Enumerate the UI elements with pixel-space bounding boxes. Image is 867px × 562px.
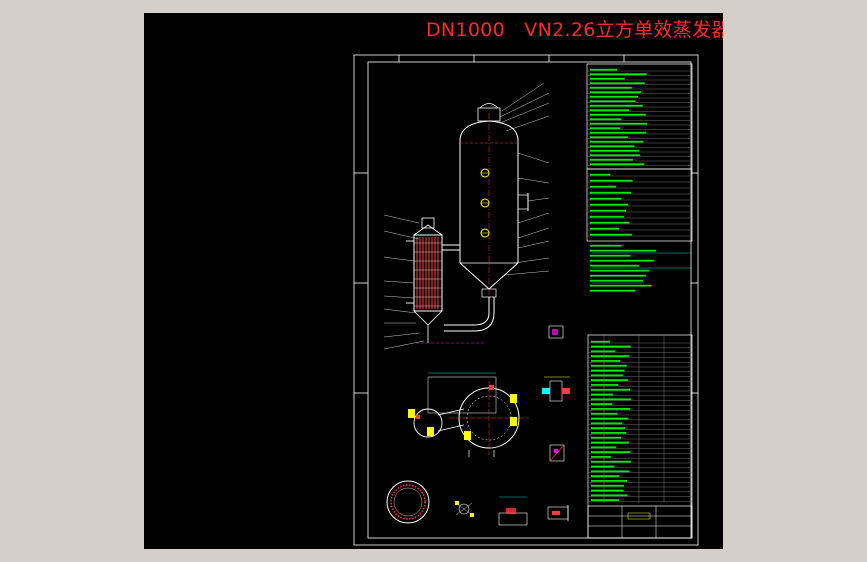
drawing-viewport[interactable]: DN1000 VN2.26立方单效蒸发器总图: [144, 13, 723, 549]
part-callouts-right: [499, 82, 550, 276]
cad-drawing-canvas[interactable]: [144, 13, 723, 549]
tube-sheet-detail-icon: [386, 480, 430, 524]
bill-of-materials-table: [587, 334, 693, 539]
drawing-title: DN1000 VN2.26立方单效蒸发器总图: [426, 19, 723, 41]
detail-view-icon: [455, 325, 570, 526]
tube-heater-icon[interactable]: [406, 217, 484, 344]
drawing-frame: [353, 54, 699, 546]
evaporator-vessel-icon[interactable]: [444, 103, 529, 332]
technical-data-table: [586, 63, 693, 292]
part-callouts-left: [383, 214, 425, 350]
plan-view-icon[interactable]: [408, 376, 529, 457]
dimension-lines: [428, 252, 692, 374]
